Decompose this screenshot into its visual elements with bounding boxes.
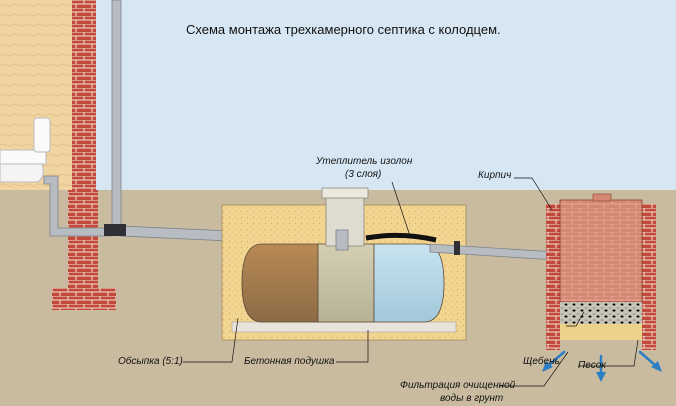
label-filtration-soil: воды в грунт bbox=[440, 393, 504, 404]
inspection-cap bbox=[321, 187, 369, 199]
septic-tank bbox=[241, 243, 445, 323]
label-crushed-stone: Щебень bbox=[523, 356, 560, 367]
vent-pipe bbox=[111, 0, 122, 229]
well-body bbox=[559, 199, 643, 303]
house-brick-column bbox=[72, 0, 96, 190]
filtration-arrow-left-icon bbox=[542, 350, 566, 372]
leader-lines bbox=[183, 177, 639, 387]
well-wall-left bbox=[546, 204, 560, 350]
label-concrete-pad: Бетонная подушка bbox=[244, 356, 335, 367]
sand-layer bbox=[560, 324, 642, 340]
label-brick: Кирпич bbox=[478, 170, 512, 181]
diagram-title: Схема монтажа трехкамерного септика с ко… bbox=[186, 22, 501, 37]
label-sand: Песок bbox=[578, 360, 606, 371]
insulation-layer bbox=[365, 232, 437, 243]
well-wall-right bbox=[642, 204, 656, 350]
inlet-pipe bbox=[335, 229, 349, 251]
filtration-arrow-down-icon bbox=[596, 354, 606, 382]
toilet-icon bbox=[0, 117, 51, 183]
concrete-pad bbox=[231, 321, 457, 333]
foundation-base bbox=[52, 288, 116, 310]
label-insulation-layers: (3 слоя) bbox=[345, 169, 382, 180]
filtration-arrow-right-icon bbox=[638, 350, 662, 372]
well-lid bbox=[592, 193, 612, 202]
label-filtration: Фильтрация очищенной bbox=[400, 380, 516, 391]
label-backfill: Обсыпка (5:1) bbox=[118, 356, 183, 367]
outlet-joint bbox=[454, 241, 460, 255]
pipe-coupling bbox=[104, 224, 126, 236]
label-insulation: Утеплитель изолон bbox=[316, 156, 413, 167]
crushed-stone-layer bbox=[560, 302, 642, 324]
